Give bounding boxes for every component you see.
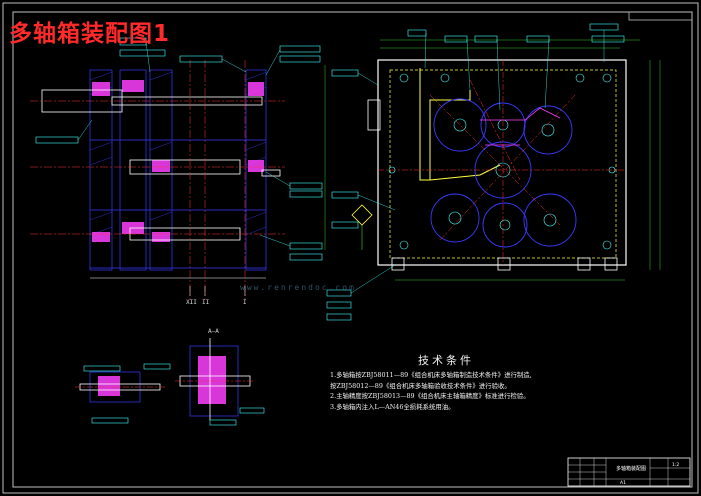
- title-block-sheet: A1: [620, 480, 626, 486]
- tech-requirements-title: 技术条件: [418, 354, 474, 367]
- section-label: A—A: [208, 328, 219, 335]
- axis-label-1: I: [243, 299, 247, 306]
- axis-label-12: XII: [186, 299, 197, 306]
- tech-line: 3.多轴箱内注入L—AN46全损耗系统用油。: [330, 402, 455, 411]
- tech-line: 2.主轴精度按ZBJ58013—89《组合机床主轴箱精度》标准进行检验。: [330, 392, 530, 400]
- drawing-title: 多轴箱装配图1: [9, 21, 171, 47]
- title-block-name: 多轴箱装配图: [616, 465, 646, 472]
- watermark-text: www.renrendoc.com: [240, 283, 356, 292]
- tech-line: 1.多轴箱按ZBJ58011—89《组合机床多轴箱制造技术条件》进行制造,: [330, 371, 532, 379]
- title-block-scale: 1:2: [672, 462, 679, 468]
- box-front-view: [324, 23, 661, 321]
- tech-requirements-list: 1.多轴箱按ZBJ58011—89《组合机床多轴箱制造技术条件》进行制造, 按Z…: [330, 370, 610, 412]
- section-a-a-view: [75, 338, 265, 426]
- tech-line: 按ZBJ58012—89《组合机床多轴箱验收技术条件》进行验收。: [330, 381, 511, 390]
- corner-mark: [628, 11, 693, 21]
- axis-label-2: II: [202, 299, 210, 306]
- title-block: 多轴箱装配图 1:2 A1: [567, 457, 691, 487]
- shaft-section-view: XII II I: [30, 37, 323, 306]
- inner-border: [12, 11, 693, 488]
